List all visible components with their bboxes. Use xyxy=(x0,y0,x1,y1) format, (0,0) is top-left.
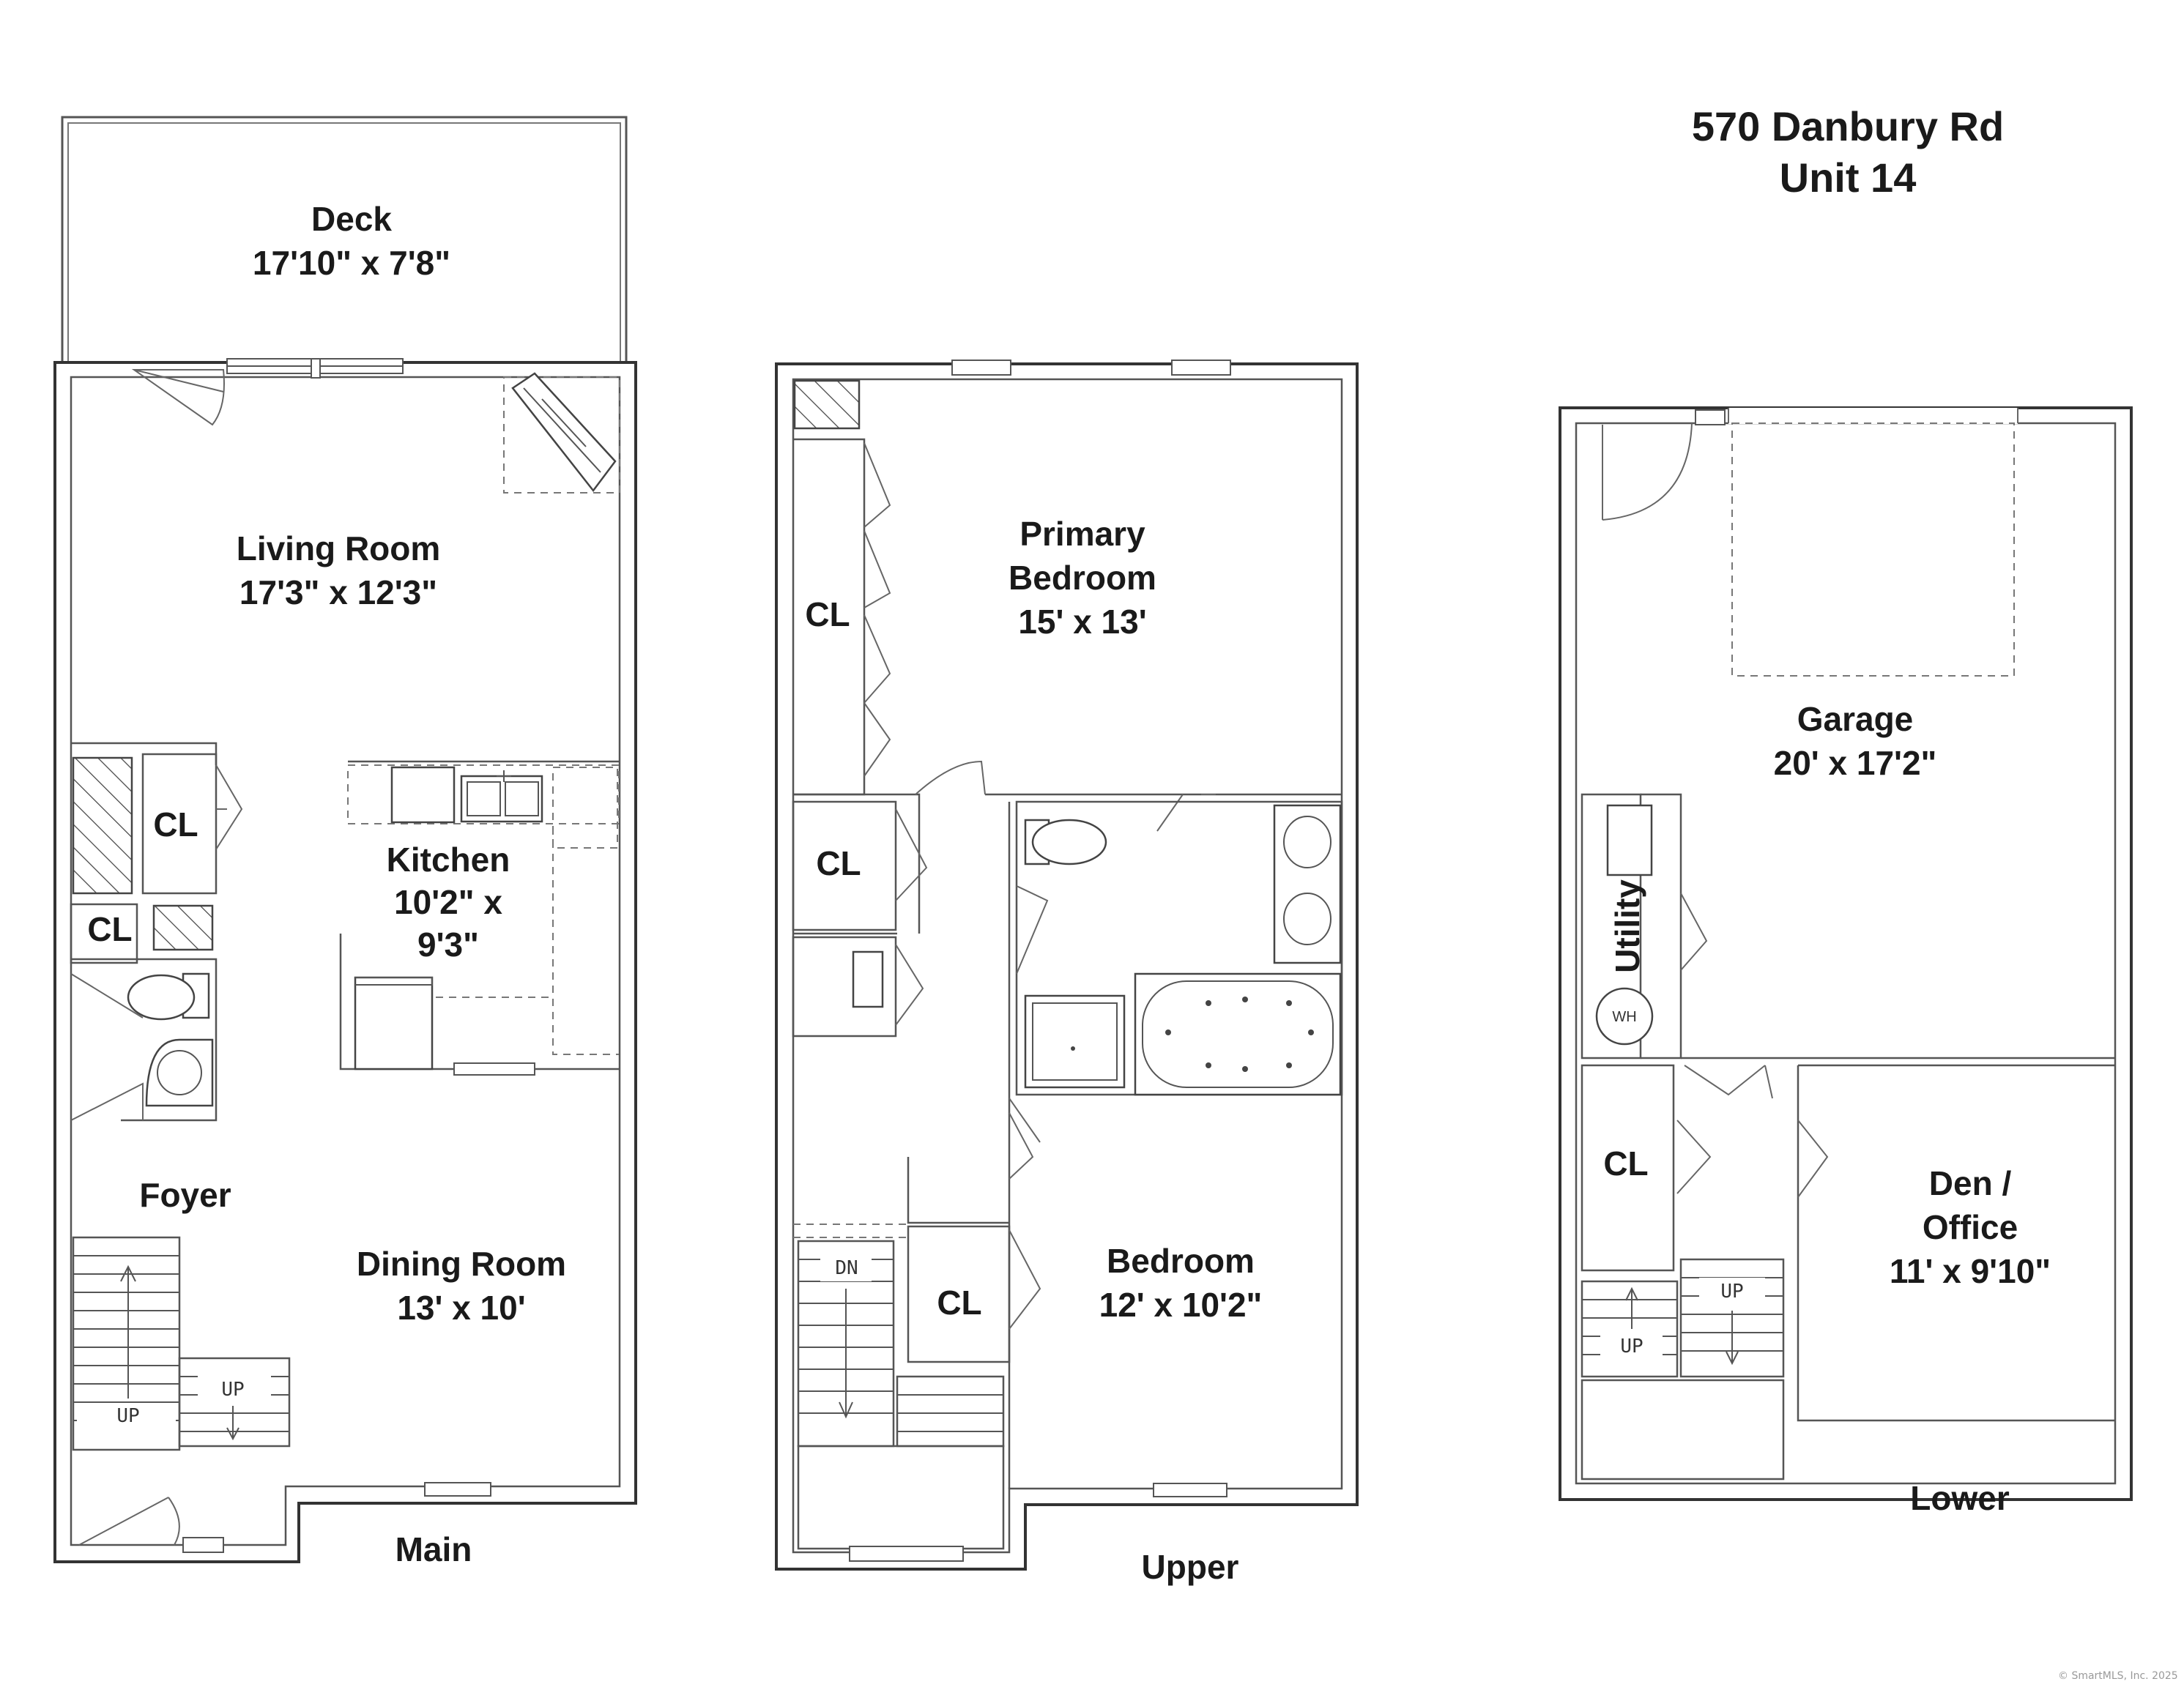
garage-label: Garage xyxy=(1797,700,1914,738)
kitchen-size-line1: 10'2" x xyxy=(394,883,502,921)
utility-room xyxy=(1581,793,1642,1060)
den-door xyxy=(1797,1120,1829,1198)
primary-bedroom-label-1: Primary xyxy=(1019,515,1145,553)
upper-floor-plan: CL Primary Bedroom 15' x 13' CL xyxy=(775,360,1359,1586)
kitchen-size-line2: 9'3" xyxy=(417,926,479,964)
closet-door-2 xyxy=(895,808,928,901)
upper-chase-hatch xyxy=(793,379,861,430)
range-icon xyxy=(354,976,434,1070)
closet-door-3 xyxy=(1009,1229,1041,1330)
deck-size: 17'10" x 7'8" xyxy=(253,244,450,282)
kitchen-label: Kitchen xyxy=(387,841,510,879)
kitchen-sink-icon xyxy=(460,770,543,823)
address-title: 570 Danbury Rd xyxy=(1692,103,2004,149)
main-closet-1-label: CL xyxy=(153,805,198,844)
upper-exterior-walls xyxy=(775,362,1359,1571)
utility-door xyxy=(1680,893,1708,971)
primary-closet-doors xyxy=(863,442,891,777)
lower-closet-label: CL xyxy=(1603,1144,1648,1183)
water-heater-icon xyxy=(1595,987,1654,1046)
bedroom-size: 12' x 10'2" xyxy=(1099,1286,1263,1324)
toilet-icon xyxy=(1024,819,1107,865)
garage-size: 20' x 17'2" xyxy=(1774,744,1937,782)
closet-door-1 xyxy=(215,764,243,850)
unit-title: Unit 14 xyxy=(1780,154,1917,201)
lower-floor-label: Lower xyxy=(1910,1479,2010,1517)
toilet-icon xyxy=(127,972,210,1021)
main-exterior-walls xyxy=(53,361,637,1563)
hatched-storage-2 xyxy=(152,904,214,951)
upper-window-1 xyxy=(951,360,1011,376)
deck-door-swing xyxy=(131,369,225,426)
main-stairs: UP UP xyxy=(72,1236,291,1451)
lower-stairs: UP UP xyxy=(1581,1258,1785,1481)
lower-floor-plan: Garage 20' x 17'2" WH Utility CL Den / O… xyxy=(1559,406,2133,1517)
lower-stairs-up-2: UP xyxy=(1720,1281,1743,1303)
sink-icon xyxy=(1273,804,1342,964)
washer-icon xyxy=(1606,804,1653,876)
den-size: 11' x 9'10" xyxy=(1890,1252,2051,1290)
upper-window-4 xyxy=(1153,1483,1227,1497)
front-door-threshold xyxy=(182,1537,224,1553)
sink-icon xyxy=(145,1038,214,1107)
upper-closet-2-label: CL xyxy=(816,844,861,882)
foyer-label: Foyer xyxy=(139,1176,231,1214)
upper-window-3 xyxy=(849,1546,964,1562)
up-arrow-icon xyxy=(120,1265,136,1399)
utility-label: Utility xyxy=(1608,879,1646,973)
dining-room-size: 13' x 10' xyxy=(397,1289,525,1327)
living-room-size: 17'3" x 12'3" xyxy=(239,573,437,611)
main-floor-plan: Living Room 17'3" x 12'3" Deck 17'10" x … xyxy=(53,116,637,1568)
hatched-storage-1 xyxy=(72,756,133,895)
property-header: 570 Danbury Rd Unit 14 xyxy=(1692,103,2004,201)
hall-door xyxy=(1684,1065,1773,1099)
up-arrow-icon xyxy=(1625,1286,1638,1329)
main-closet-2-label: CL xyxy=(87,910,132,948)
upper-stairs-dn: DN xyxy=(835,1257,858,1279)
living-room-label: Living Room xyxy=(237,529,441,567)
front-door-swing xyxy=(78,1497,180,1546)
main-floor-label: Main xyxy=(395,1530,472,1568)
shower-icon xyxy=(1024,994,1126,1089)
garage-door-track xyxy=(1731,422,2015,677)
garage-entry-door xyxy=(1602,422,1693,521)
upper-closet-3-label: CL xyxy=(937,1284,981,1322)
fireplace-icon xyxy=(503,372,620,494)
dining-window xyxy=(424,1482,491,1497)
deck-outline xyxy=(61,116,628,364)
deck-label: Deck xyxy=(311,200,392,238)
dining-room-label: Dining Room xyxy=(357,1245,566,1283)
main-stairs-up-2: UP xyxy=(221,1379,244,1401)
bedroom-door-swing xyxy=(1009,1098,1041,1143)
main-stairs-up-1: UP xyxy=(116,1405,139,1427)
den-label-1: Den / xyxy=(1929,1164,2012,1202)
upper-window-2 xyxy=(1171,360,1231,376)
upper-closet-1-label: CL xyxy=(805,595,850,633)
primary-bedroom-label-2: Bedroom xyxy=(1009,559,1156,597)
bedroom-label: Bedroom xyxy=(1107,1242,1255,1280)
lower-closet-door xyxy=(1676,1120,1712,1194)
kitchen-window xyxy=(453,1062,535,1076)
primary-bedroom-size: 15' x 13' xyxy=(1018,603,1146,641)
bath-door-swing xyxy=(1016,885,1049,975)
den-label-2: Office xyxy=(1923,1208,2018,1246)
down-arrow-icon xyxy=(839,1289,853,1419)
lower-stairs-up-1: UP xyxy=(1620,1336,1643,1358)
linen-closet xyxy=(792,936,897,1038)
upper-floor-label: Upper xyxy=(1142,1548,1239,1586)
bathtub-icon xyxy=(1134,972,1342,1096)
down-arrow-icon xyxy=(1726,1311,1739,1366)
copyright-text: © SmartMLS, Inc. 2025 xyxy=(2058,1670,2178,1682)
garage-door-opening xyxy=(1728,408,2018,424)
water-heater-label: WH xyxy=(1612,1009,1636,1025)
down-arrow-icon xyxy=(226,1406,239,1441)
kitchen-counter-top xyxy=(347,764,620,824)
primary-door-swing xyxy=(915,760,1216,832)
powder-room-door xyxy=(70,973,144,1121)
